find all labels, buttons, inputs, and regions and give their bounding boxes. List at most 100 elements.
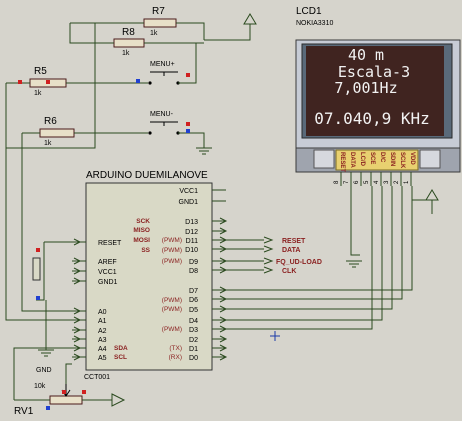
arduino-left-pin-stub bbox=[72, 277, 86, 285]
resistor-r7[interactable]: R7 1k bbox=[143, 6, 177, 37]
arduino-left-pin-stub bbox=[72, 326, 86, 334]
top-supply-icon bbox=[243, 13, 257, 25]
arduino-left-pin-label: VCC1 bbox=[98, 269, 117, 276]
i2c-function-label: SCL bbox=[114, 354, 127, 361]
r6-ref: R6 bbox=[44, 116, 57, 127]
arduino-right-pin-label: D9 bbox=[189, 259, 198, 266]
net-label: FQ_UD-LOAD bbox=[276, 259, 322, 266]
net-label-arrow bbox=[226, 266, 274, 274]
bus-wires bbox=[226, 186, 413, 330]
rv1-ref: RV1 bbox=[14, 406, 34, 417]
lcd-tab-right bbox=[419, 149, 441, 169]
lcd-ref: LCD1 bbox=[296, 6, 322, 17]
arduino-right-pin-label: D11 bbox=[186, 238, 198, 245]
rv1-to-a3 bbox=[13, 347, 72, 400]
arduino-right-pin-stub bbox=[212, 316, 228, 324]
pwm-function-label: (PWM) bbox=[162, 297, 182, 304]
lcd-gnd-wire bbox=[350, 186, 360, 256]
arduino-right-pin-label: D7 bbox=[189, 288, 198, 295]
lcd-pin-number: 5 bbox=[364, 180, 370, 184]
arduino-left-pin-stub bbox=[72, 307, 86, 315]
lcd-pin-label: RESET bbox=[339, 152, 345, 172]
arduino-right-pin-stub bbox=[212, 236, 228, 244]
lcd-pin-number: 6 bbox=[354, 180, 360, 184]
arduino-right-pin-label: D5 bbox=[189, 307, 198, 314]
pwm-function-label: (PWM) bbox=[162, 247, 182, 254]
connection-marker bbox=[186, 73, 190, 77]
arduino-right-pin-label: D3 bbox=[189, 327, 198, 334]
arduino-right-pin-label: D4 bbox=[189, 318, 198, 325]
arduino-left-pin-stub bbox=[72, 267, 86, 275]
arduino-right-pin-stub bbox=[212, 335, 228, 343]
lcd-line-2: Escala-3 bbox=[338, 63, 410, 81]
button-common-wire bbox=[6, 23, 96, 149]
i2c-function-label: SDA bbox=[114, 345, 128, 352]
menu-minus-label: MENU- bbox=[150, 111, 174, 118]
menu-minus-wire bbox=[178, 132, 205, 148]
lcd-pin-label: LC/D bbox=[359, 152, 365, 167]
arduino-left-pin-stub bbox=[72, 238, 86, 246]
arduino-right-pin-stub bbox=[212, 325, 228, 333]
spi-function-label: MOSI bbox=[133, 237, 150, 244]
menu-minus-button[interactable]: MENU- bbox=[148, 111, 180, 135]
resistor-r8[interactable]: R8 1k bbox=[113, 27, 145, 57]
arduino-left-pin-label: A2 bbox=[98, 328, 107, 335]
r7-body bbox=[143, 18, 177, 28]
lcd-module[interactable]: LCD1 NOKIA3310 40 m Escala-3 7,001Hz 07.… bbox=[295, 6, 461, 184]
bus-wire bbox=[226, 186, 373, 330]
arduino-right-pin-label: D8 bbox=[189, 268, 198, 275]
lcd-line-4: 07.040,9 KHz bbox=[314, 109, 430, 128]
lcd-pin-label: D/C bbox=[379, 152, 385, 163]
spi-function-label: MISO bbox=[133, 227, 150, 234]
r5-value: 1k bbox=[34, 90, 42, 97]
arduino-left-pin-label: A5 bbox=[98, 355, 107, 362]
arduino-ref: CCT001 bbox=[84, 374, 110, 381]
connection-marker bbox=[136, 79, 140, 83]
arduino-left-pin-stub bbox=[72, 344, 86, 352]
menu-minus-contact-left bbox=[148, 131, 152, 135]
arduino-board[interactable]: ARDUINO DUEMILANOVE CCT001 RESETAREFVCC1… bbox=[72, 170, 228, 381]
lcd-pin-label: VDD bbox=[409, 152, 415, 165]
lcd-pin-label: SCE bbox=[369, 152, 375, 164]
lcd-pin-number: 1 bbox=[404, 180, 410, 184]
net-label-arrow bbox=[226, 236, 274, 244]
connection-marker bbox=[46, 406, 50, 410]
arduino-power-pin-label: VCC1 bbox=[179, 188, 198, 195]
r7-value: 1k bbox=[150, 30, 158, 37]
arduino-left-pin-label: A3 bbox=[98, 337, 107, 344]
pwm-function-label: (PWM) bbox=[162, 306, 182, 313]
bus-wire bbox=[226, 186, 403, 300]
resistor-r6[interactable]: R6 1k bbox=[39, 116, 75, 147]
net-label: DATA bbox=[282, 247, 300, 254]
arduino-right-pin-stub bbox=[212, 266, 228, 274]
lcd-line-1: 40 m bbox=[348, 46, 384, 64]
pwm-function-label: (PWM) bbox=[162, 237, 182, 244]
gnd-label: GND bbox=[36, 367, 52, 374]
menu-plus-button[interactable]: MENU+ bbox=[148, 61, 180, 85]
lcd-pin-number: 2 bbox=[394, 180, 400, 184]
menu-minus-actuator bbox=[150, 121, 178, 126]
connection-marker bbox=[62, 390, 66, 394]
a0-wire bbox=[5, 83, 72, 321]
arduino-title: ARDUINO DUEMILANOVE bbox=[86, 170, 208, 181]
rv1-value: 10k bbox=[34, 383, 46, 390]
spi-function-label: SCK bbox=[136, 218, 150, 225]
lcd-model: NOKIA3310 bbox=[296, 20, 333, 27]
net-label-arrow bbox=[226, 257, 274, 265]
arduino-right-pin-label: D12 bbox=[185, 229, 198, 236]
menu-plus-label: MENU+ bbox=[150, 61, 175, 68]
lcd-line-3: 7,001Hz bbox=[334, 79, 397, 97]
arduino-right-pin-stub bbox=[212, 295, 228, 303]
menu-plus-contact-left bbox=[148, 81, 152, 85]
arduino-right-pin-label: D6 bbox=[189, 297, 198, 304]
ground-icon-top bbox=[196, 147, 212, 155]
lcd-pin-label: SCLK bbox=[399, 152, 405, 169]
rv1-supply-icon bbox=[111, 393, 126, 407]
arduino-right-pin-stub bbox=[212, 245, 228, 253]
arduino-right-pin-label: D1 bbox=[189, 346, 198, 353]
arduino-right-pin-label: D2 bbox=[189, 337, 198, 344]
connection-marker bbox=[46, 80, 50, 84]
